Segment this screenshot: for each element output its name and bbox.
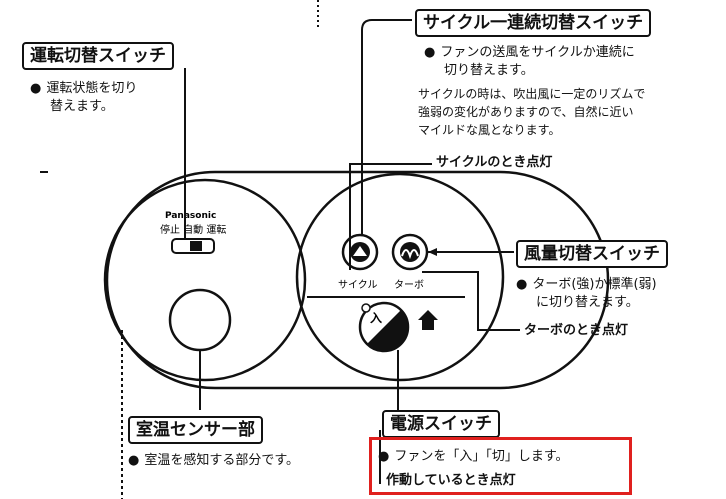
cycle-switch-desc-1: ファンの送風をサイクルか連続に: [424, 44, 634, 62]
power-lamp-label: 作動しているとき点灯: [386, 473, 516, 488]
cycle-switch-title: サイクル一連続切替スイッチ: [415, 9, 652, 37]
brand-logo: Panasonic: [165, 211, 216, 221]
highlight-frame: [369, 437, 632, 495]
power-on-label: 入: [370, 311, 382, 325]
airflow-switch-desc-2: に切り替えます。: [536, 295, 639, 310]
cycle-button-label: サイクル: [338, 279, 378, 291]
airflow-switch-desc-1: ターボ(強)か標準(弱): [516, 276, 656, 294]
turbo-lamp-label: ターボのとき点灯: [524, 323, 629, 338]
airflow-switch-title: 風量切替スイッチ: [516, 240, 668, 268]
cycle-note-line-3: マイルドな風となります。: [418, 123, 561, 137]
left-control-circle: [103, 178, 307, 382]
run-switch-title: 運転切替スイッチ: [22, 42, 174, 70]
house-icon: [418, 310, 438, 330]
cycle-lamp-label: サイクルのとき点灯: [436, 155, 553, 170]
run-switch-desc-2: 替えます。: [50, 99, 114, 114]
right-control-circle: [295, 172, 505, 382]
sensor-title: 室温センサー部: [128, 416, 263, 444]
room-sensor: [168, 288, 232, 352]
mode-labels: 停止 自動 運転: [160, 223, 226, 236]
cycle-note-line-2: 強弱の変化がありますので、自然に近い: [418, 105, 634, 119]
sensor-desc: 室温を感知する部分です。: [128, 452, 299, 470]
cycle-switch-desc-2: 切り替えます。: [444, 63, 534, 78]
power-switch-title: 電源スイッチ: [382, 410, 500, 438]
cycle-note-line-1: サイクルの時は、吹出風に一定のリズムで: [418, 87, 646, 101]
power-switch-desc: ファンを「入」「切」します。: [378, 448, 568, 466]
run-switch-desc-1: 運転状態を切り: [30, 80, 137, 98]
turbo-button-label: ターボ: [394, 279, 424, 291]
